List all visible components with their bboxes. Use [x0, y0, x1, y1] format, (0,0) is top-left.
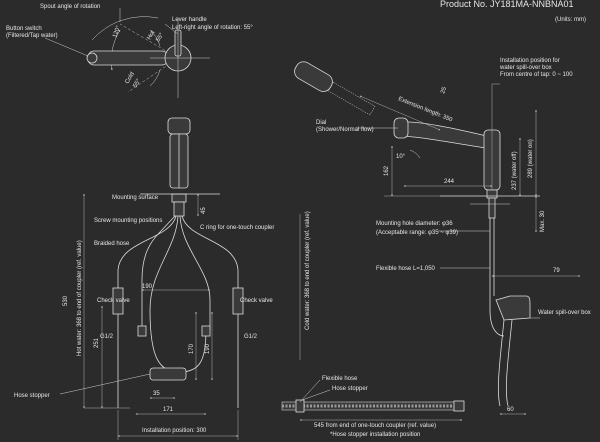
install-pos-1: Installation position for	[500, 58, 560, 64]
front-view	[59, 117, 301, 440]
cold-water-length: Cold water: 368 to end of coupler (ref. …	[305, 211, 311, 330]
check-valve-left-label: Check valve	[97, 298, 130, 304]
side-view	[294, 61, 581, 415]
install-pos-3: From centre of tap: 0 ~ 100	[500, 72, 573, 78]
dim-162-label: 162	[384, 165, 390, 176]
dim-170-label: 170	[189, 343, 195, 354]
g12-right-label: G1/2	[244, 334, 258, 340]
tap-head	[167, 117, 191, 135]
spill-over-label: Water spill-over box	[538, 310, 591, 316]
coupler-right	[201, 325, 211, 337]
screw-mount-label: Screw mounting positions	[94, 218, 162, 224]
dim-545-label: 545 from end of one-touch coupler (ref. …	[314, 423, 436, 429]
deg-55a-label: 55°	[156, 32, 166, 43]
mount-shank	[173, 201, 185, 217]
dim-60-label: 60	[507, 407, 514, 413]
lever-angle-label: Left-right angle of rotation: 55°	[172, 25, 253, 31]
hose-stopper-detail-label: Hose stopper	[332, 386, 368, 392]
spout-arm	[397, 121, 499, 151]
flexible-hose-label: Flexible hose	[322, 376, 358, 382]
hose-stopper-detail	[295, 399, 305, 413]
dial-label: Dial	[316, 120, 326, 126]
water-on-label: 289 (water on)	[528, 139, 534, 178]
dim-45-label: 45	[201, 207, 207, 214]
dim-25-label: 25	[440, 86, 448, 95]
mount-nut	[171, 193, 187, 203]
dim-244-label: 244	[444, 179, 455, 185]
braided-hose-label: Braided hose	[94, 241, 130, 247]
hot-label: Hot	[147, 30, 157, 41]
product-number: Product No. JY181MA-NNBNA01	[440, 0, 574, 9]
installation-position-label: Installation position: 300	[142, 428, 207, 434]
deg-55b-label: 55°	[133, 78, 143, 89]
c-ring-label: C ring for one-touch coupler	[200, 225, 274, 231]
spray-head-extended	[294, 61, 333, 92]
mount-nut-side	[486, 189, 498, 199]
hose-stopper-note: *Hose stopper installation position	[330, 432, 420, 438]
dim-251-label: 251	[94, 337, 100, 348]
dim-530-label: 530	[63, 295, 69, 306]
check-valve-right-label: Check valve	[240, 298, 273, 304]
angle-120-label: 120°	[112, 24, 122, 38]
coupler-left	[137, 325, 147, 337]
coupler-end-detail	[453, 400, 465, 412]
install-pos-2: water spill-over box	[499, 65, 552, 71]
dim-171-label: 171	[163, 407, 174, 413]
button-switch-icon	[86, 52, 98, 64]
g12-left-label: G1/2	[100, 334, 114, 340]
max-30-label: Max. 30	[540, 210, 546, 232]
acceptable-range-label: (Acceptable range: φ35 ~ φ39)	[376, 230, 458, 236]
dim-79-label: 79	[553, 268, 560, 274]
dim-190v-label: 190	[205, 343, 211, 354]
hose-stopper-body	[149, 367, 187, 381]
hose-stopper-label: Hose stopper	[14, 393, 50, 399]
units-note: (Units: mm)	[555, 17, 586, 23]
top-view	[44, 8, 210, 98]
spout-angle-label: Spout angle of rotation	[40, 4, 100, 10]
cold-label: Cold	[125, 71, 136, 85]
shank-side	[488, 197, 496, 219]
lever-handle-label: Lever handle	[172, 17, 207, 23]
button-switch-sub: (Filtered/Tap water)	[6, 33, 58, 39]
mount-hole-label: Mounting hole diameter: φ36	[376, 221, 453, 227]
dim-35-label: 35	[153, 391, 160, 397]
water-off-label: 237 (water off)	[512, 151, 518, 190]
hose-detail	[281, 379, 465, 421]
button-switch-label: Button switch	[6, 26, 42, 32]
dim-190-label: 190	[142, 284, 153, 290]
spill-over-box	[495, 295, 531, 321]
mounting-surface-label: Mounting surface	[112, 195, 159, 201]
dim-10-label: 10°	[396, 154, 406, 160]
hot-water-length: Hot water: 368 to end of coupler (ref. v…	[77, 240, 83, 356]
flexible-hose-length-label: Flexible hose L=1,050	[376, 266, 436, 272]
dial-sub-label: (Shower/Normal flow)	[316, 127, 374, 133]
